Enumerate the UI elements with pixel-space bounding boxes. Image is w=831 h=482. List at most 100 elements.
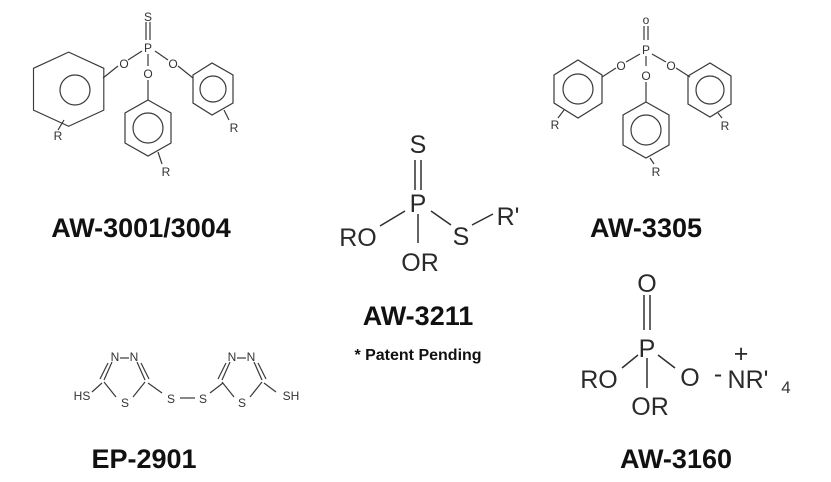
bond-n4-c4 — [253, 361, 263, 381]
bond-ring-r-mid — [157, 151, 163, 165]
bond-p-o-left — [127, 50, 143, 61]
bond-n2-c2-double — [140, 362, 150, 380]
atom-s: S — [144, 10, 152, 24]
bond-ring-r-right — [717, 112, 723, 119]
benzene-ring-left — [553, 59, 603, 119]
atom-cation-plus: + — [734, 340, 749, 368]
atom-hs: HS — [74, 389, 91, 403]
bond-o-ring-left — [102, 65, 119, 79]
ring-mid-aromatic — [630, 114, 662, 146]
atom-o-left: O — [616, 59, 625, 73]
bond-n4-c4-double — [257, 362, 267, 380]
atom-p: P — [639, 335, 656, 363]
bond-c4-s — [249, 381, 263, 398]
atom-n4: N — [247, 350, 256, 364]
atom-p: P — [410, 190, 427, 218]
ring-right-aromatic — [695, 75, 725, 105]
bond-c3-s — [221, 381, 235, 398]
atom-s-top: S — [410, 131, 427, 159]
atom-s-ring1: S — [121, 396, 129, 410]
ring-left-aromatic — [59, 74, 91, 106]
compound-name-aw-3211: AW-3211 — [363, 301, 474, 331]
structure-aw-3001-3004: S P O O O R R R AW-3001/3004 — [32, 10, 239, 243]
atom-r-right: R — [721, 119, 730, 133]
bond-c2-s — [132, 381, 146, 398]
atom-o-right: O — [666, 59, 675, 73]
atom-s-right: S — [453, 223, 470, 251]
ring-left-aromatic — [562, 73, 594, 105]
bond-ring-r-right — [223, 109, 230, 121]
atom-ro: RO — [339, 224, 377, 252]
atom-s-ring2: S — [238, 396, 246, 410]
bond-o-ring-left — [601, 67, 617, 78]
atom-cation-subscript: 4 — [781, 378, 790, 397]
atom-s-link1: S — [167, 392, 175, 406]
atom-s-link2: S — [199, 392, 207, 406]
structure-aw-3211: S P RO S R' OR AW-3211 * Patent Pending — [339, 131, 519, 364]
benzene-ring-mid — [124, 99, 172, 157]
atom-o-right: O — [168, 57, 177, 71]
atom-p: P — [144, 41, 152, 55]
atom-n2: N — [130, 350, 139, 364]
benzene-ring-right — [687, 62, 732, 118]
structure-ep-2901: N N HS S S S N N S SH EP-2901 — [74, 350, 300, 474]
bond-n3-c3-double — [217, 362, 227, 380]
atom-p: P — [642, 43, 650, 57]
structure-aw-3160: O P RO O - NR' + 4 OR AW-3160 — [580, 270, 790, 474]
bond-p-o-right — [154, 50, 169, 61]
bond-hs-c1 — [91, 382, 103, 393]
bond-p-o-right — [657, 354, 676, 369]
atom-o-top: o — [643, 13, 650, 27]
atom-r-prime: R' — [497, 203, 520, 231]
bond-n3-c3 — [221, 361, 231, 381]
bond-n1-c1 — [103, 361, 113, 381]
bond-p-s-right — [430, 210, 452, 226]
bond-ring-r-left — [557, 109, 565, 119]
bond-ring-r-mid — [649, 157, 655, 165]
bond-p-o-left — [625, 53, 641, 63]
bond-ring-r-left — [57, 119, 65, 131]
bond-c4-sh — [263, 382, 277, 393]
patent-pending-note: * Patent Pending — [354, 347, 481, 364]
benzene-ring-mid — [622, 101, 670, 159]
bond-p-o-right — [651, 53, 667, 63]
benzene-ring-left — [32, 51, 105, 127]
compound-name-aw-3160: AW-3160 — [620, 444, 732, 474]
atom-o-right: O — [680, 364, 699, 392]
bond-o-ring-right — [675, 67, 691, 78]
bond-n2-c2 — [136, 361, 146, 381]
compound-name-ep-2901: EP-2901 — [91, 444, 196, 474]
atom-sh: SH — [283, 389, 300, 403]
atom-cation: NR' — [728, 366, 769, 394]
atom-r-left: R — [551, 118, 560, 132]
atom-o-left: O — [119, 57, 128, 71]
atom-r-left: R — [54, 129, 63, 143]
atom-o-top: O — [637, 270, 656, 298]
structure-aw-3305: o P O O O R R R AW-3305 — [551, 13, 732, 243]
atom-n1: N — [111, 350, 120, 364]
bond-ro-p — [621, 354, 639, 369]
atom-r-right: R — [230, 121, 239, 135]
atom-cation-minus: - — [714, 360, 722, 388]
ring-mid-aromatic — [132, 112, 164, 144]
ring-right-aromatic — [199, 75, 227, 103]
bond-s-r-prime — [471, 213, 494, 226]
atom-ro: RO — [580, 366, 618, 394]
bond-ro-p — [379, 210, 406, 227]
bond-slink2-c3 — [209, 382, 224, 394]
atom-r-mid: R — [652, 165, 661, 179]
compound-name-aw-3305: AW-3305 — [590, 213, 702, 243]
bond-c2-slink1 — [147, 382, 163, 394]
atom-o-mid: O — [143, 67, 152, 81]
atom-o-mid: O — [641, 69, 650, 83]
benzene-ring-right — [192, 62, 234, 116]
atom-r-mid: R — [162, 165, 171, 179]
atom-or: OR — [631, 393, 669, 421]
atom-n3: N — [228, 350, 237, 364]
compound-name-aw-3001-3004: AW-3001/3004 — [51, 213, 231, 243]
bond-o-ring-right — [177, 65, 194, 79]
bond-c1-s — [103, 381, 117, 398]
bond-n1-c1-double — [99, 362, 109, 380]
